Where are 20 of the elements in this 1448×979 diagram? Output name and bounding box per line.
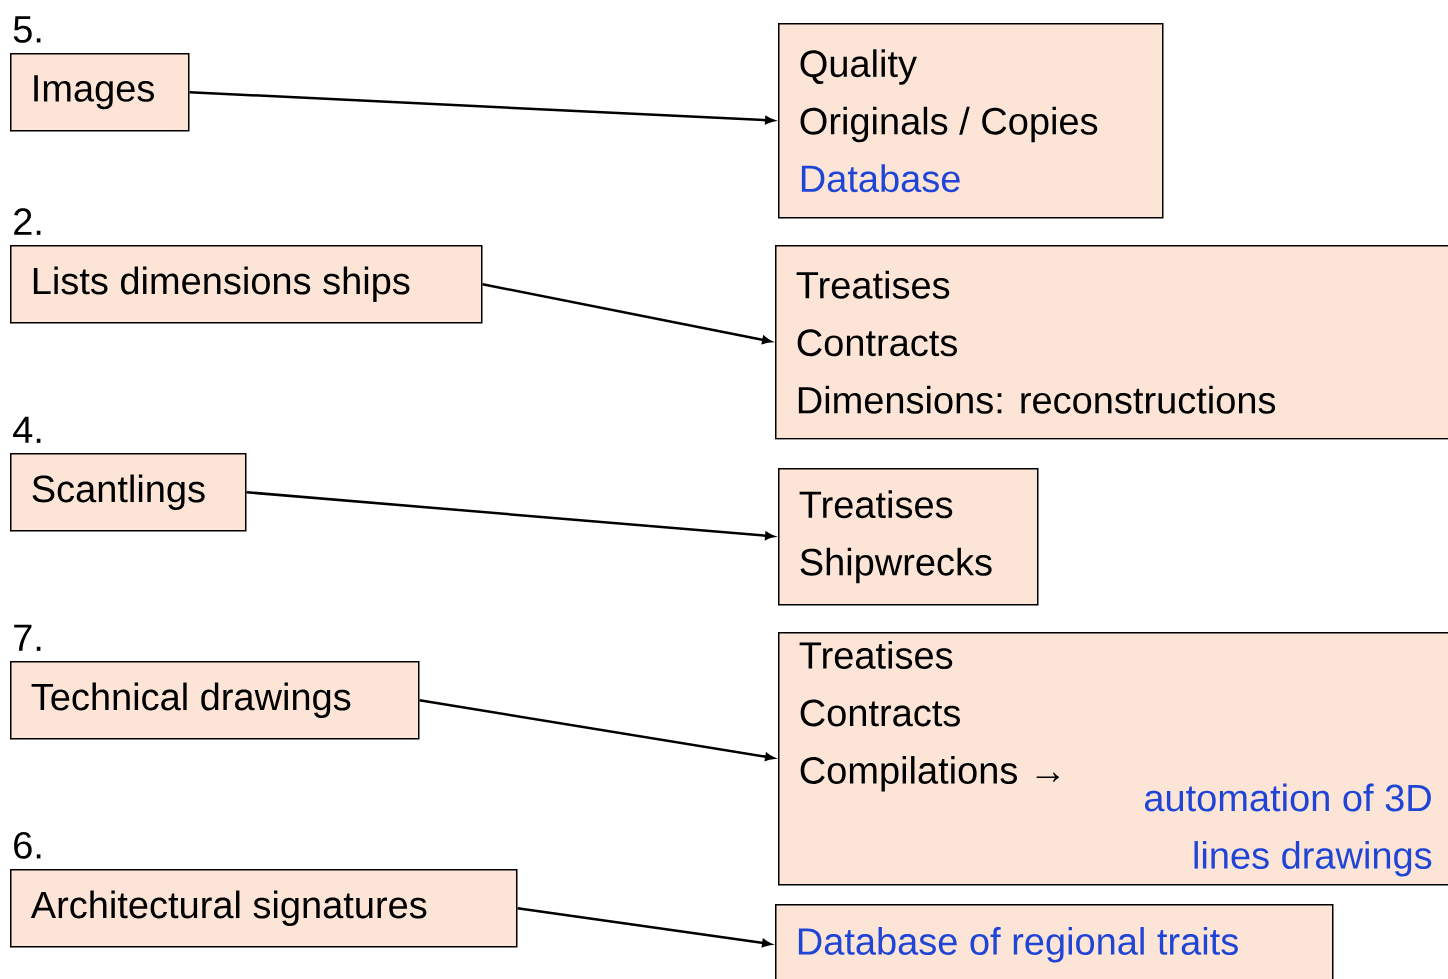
source-box: Technical drawings <box>10 661 420 740</box>
step-number: 4. <box>13 416 41 443</box>
result-box: Quality Originals / Copies Database <box>778 23 1164 219</box>
step-number: 6. <box>14 831 41 859</box>
arrow <box>246 491 775 540</box>
step-number: 7. <box>14 624 41 651</box>
source-box: Lists dimensions ships <box>10 245 483 324</box>
result-box: Treatises Shipwrecks <box>778 468 1039 606</box>
step-number: 2. <box>14 208 41 235</box>
arrow <box>517 907 772 948</box>
result-box: Database of regional traits <box>775 904 1334 979</box>
result-box: Treatises Contracts Dimensions: reconstructions <box>775 245 1448 440</box>
step-number: 5. <box>13 16 41 43</box>
result-box: Treatises Contracts Compilations → automation of 3D lines drawings <box>778 632 1448 886</box>
source-box: Images <box>10 53 190 132</box>
arrow <box>189 91 775 125</box>
source-box: Scantlings <box>10 453 247 532</box>
arrow <box>419 699 775 761</box>
arrow <box>482 283 772 344</box>
source-box: Architectural signatures <box>10 869 518 948</box>
